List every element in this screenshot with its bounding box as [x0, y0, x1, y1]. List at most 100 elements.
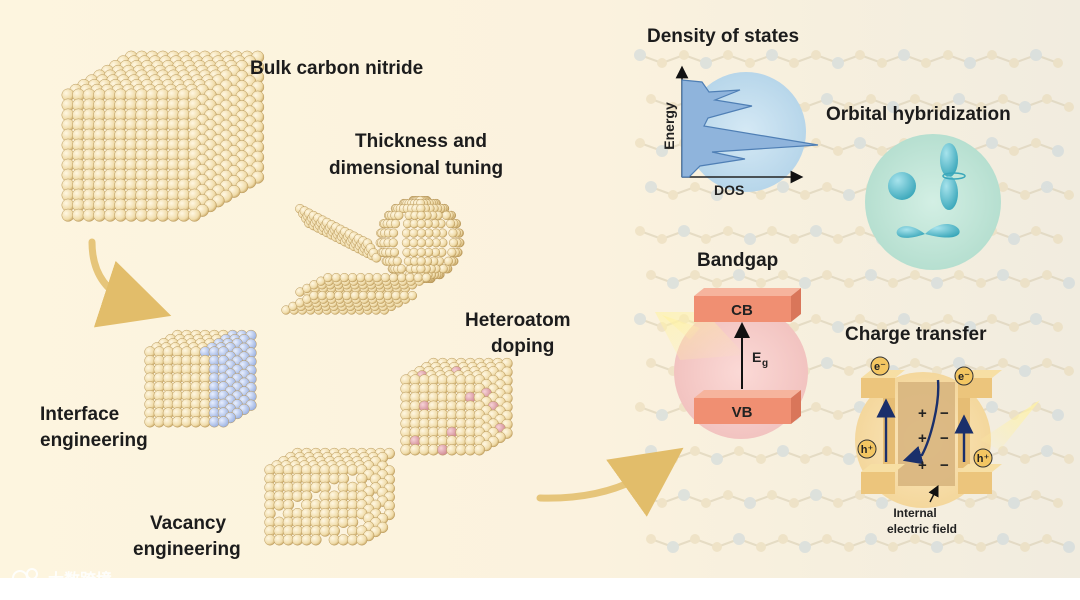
lattice-atom [1020, 190, 1030, 200]
left-bottom-block [861, 472, 895, 494]
lattice-atom [767, 490, 777, 500]
left-top-block [861, 378, 895, 398]
lattice-atom [789, 58, 799, 68]
atom-sphere-icon [340, 273, 349, 282]
atom-sphere-icon [326, 291, 335, 300]
lattice-atom [822, 182, 832, 192]
lattice-atom [657, 234, 667, 244]
lattice-atom [844, 542, 854, 552]
lattice-atom [645, 445, 657, 457]
bulk-cube [62, 51, 264, 222]
lattice-atom [822, 534, 832, 544]
atom-sphere-icon [444, 257, 453, 266]
lattice-atom [657, 498, 667, 508]
vacancy-label-line2: engineering [133, 539, 241, 560]
atom-sphere-icon [400, 291, 409, 300]
lattice-atom [866, 94, 876, 104]
lattice-atom [833, 234, 843, 244]
lattice-atom [910, 358, 920, 368]
plus-sign: + [918, 405, 927, 422]
lattice-atom [1052, 409, 1064, 421]
atom-sphere-icon [391, 219, 400, 228]
atom-sphere-icon [410, 239, 419, 248]
atom-sphere-icon [395, 211, 404, 220]
lattice-atom [701, 234, 711, 244]
interface-label-line2: engineering [40, 430, 148, 451]
lattice-atom [910, 94, 920, 104]
field-label-line2: electric field [887, 522, 957, 536]
lattice-atom [843, 453, 855, 465]
lattice-atom [844, 278, 854, 288]
lattice-atom [1053, 58, 1063, 68]
lattice-atom [1009, 58, 1019, 68]
lattice-atom [1009, 146, 1019, 156]
lattice-atom [1031, 138, 1041, 148]
vb-block-top [694, 390, 801, 398]
lattice-atom [821, 357, 833, 369]
lattice-atom [645, 181, 657, 193]
minus-sign: − [940, 457, 949, 474]
cb-label: CB [731, 302, 753, 319]
atom-sphere-icon [449, 229, 458, 238]
lattice-atom [690, 270, 700, 280]
lattice-atom [987, 314, 997, 324]
atom-sphere-icon [324, 273, 333, 282]
atom-sphere-icon [188, 209, 200, 221]
lattice-atom [810, 225, 822, 237]
lattice-atom [646, 534, 656, 544]
lattice-atom [987, 50, 997, 60]
lattice-atom [634, 49, 646, 61]
atom-sphere-icon [390, 248, 399, 257]
atom-sphere-icon [448, 248, 457, 257]
atom-sphere-icon [397, 273, 406, 282]
lattice-atom [1053, 322, 1063, 332]
atom-sphere-icon [311, 534, 322, 545]
orbital-lobe-icon [940, 176, 958, 210]
heteroatom-label-line2: doping [491, 336, 554, 357]
lattice-atom [667, 541, 679, 553]
lattice-atom [1042, 270, 1052, 280]
dos-y-label: Energy [661, 102, 677, 150]
atom-sphere-icon [397, 265, 406, 274]
hole-label: h⁺ [861, 444, 874, 456]
lattice-atom [1041, 181, 1053, 193]
lattice-atom [876, 497, 888, 509]
lattice-atom [789, 498, 799, 508]
lattice-atom [998, 94, 1008, 104]
atom-sphere-icon [449, 239, 458, 248]
lattice-atom [855, 226, 865, 236]
right-bottom-block [958, 472, 992, 494]
lattice-atom [1020, 278, 1030, 288]
lattice-atom [1052, 145, 1064, 157]
lattice-atom [954, 270, 964, 280]
atom-sphere-icon [442, 211, 451, 220]
lattice-atom [778, 534, 788, 544]
lattice-atom [800, 190, 810, 200]
lattice-atom [865, 533, 877, 545]
atom-sphere-icon [218, 416, 229, 427]
lattice-atom [998, 358, 1008, 368]
lattice-atom [1064, 366, 1074, 376]
lattice-atom [667, 277, 679, 289]
vacancy-label-line1: Vacancy [150, 513, 226, 534]
lattice-atom [1031, 490, 1041, 500]
thickness-label-line2: dimensional tuning [329, 158, 503, 179]
lattice-atom [1042, 94, 1052, 104]
lattice-atom [700, 57, 712, 69]
atom-sphere-icon [375, 291, 384, 300]
electron-label: e⁻ [958, 371, 970, 383]
atom-sphere-icon [381, 273, 390, 282]
lattice-atom [635, 402, 645, 412]
lattice-atom [756, 278, 766, 288]
atom-sphere-icon [410, 229, 419, 238]
lattice-atom [931, 541, 943, 553]
lattice-atom [1020, 542, 1030, 552]
lattice-atom [744, 497, 756, 509]
lattice-atom [1042, 358, 1052, 368]
lattice-atom [1020, 454, 1030, 464]
lattice-atom [777, 445, 789, 457]
lattice-atom [997, 269, 1009, 281]
lattice-atom [646, 94, 656, 104]
lattice-atom [811, 314, 821, 324]
atom-sphere-icon [417, 239, 426, 248]
